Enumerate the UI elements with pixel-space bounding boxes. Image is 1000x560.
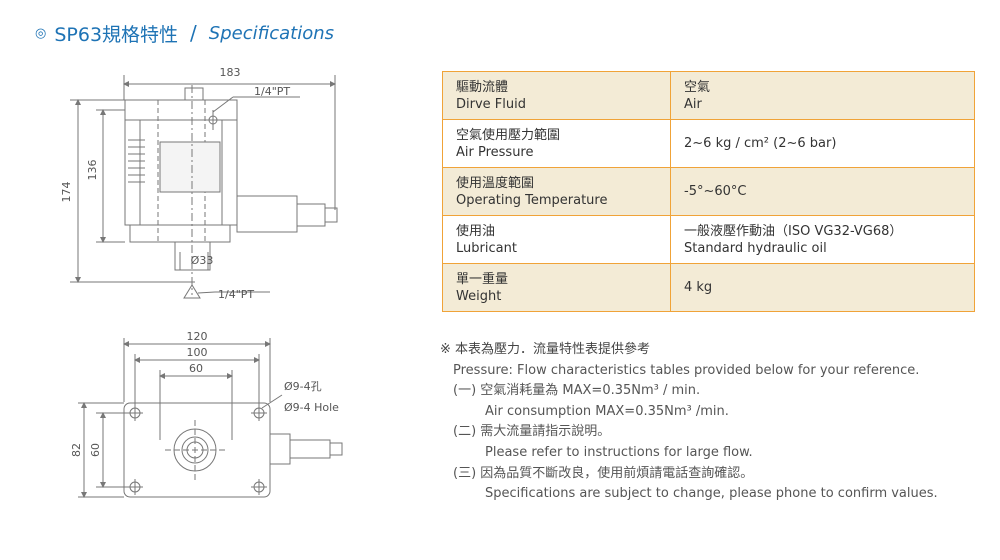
spec-row-temperature: 使用溫度範圍 Operating Temperature -5°~60°C [442, 167, 975, 216]
spec-label-cell: 單一重量 Weight [442, 263, 671, 312]
spec-value-en: 4 kg [684, 280, 713, 295]
spec-label-cn: 單一重量 [456, 271, 509, 287]
spec-label-cn: 使用油 [456, 223, 496, 239]
port-bottom-label: 1/4"PT [218, 288, 254, 301]
notes-section: ※ 本表為壓力．流量特性表提供參考 Pressure: Flow charact… [440, 340, 985, 505]
dim-height-60: 60 [89, 443, 102, 457]
spec-label-cn: 驅動流體 [456, 79, 509, 95]
notes-heading-cn: ※ 本表為壓力．流量特性表提供參考 [440, 342, 651, 357]
title-separator: / [190, 21, 197, 45]
spec-label-cn: 空氣使用壓力範圍 [456, 127, 561, 143]
spec-label-cell: 使用溫度範圍 Operating Temperature [442, 167, 671, 216]
title-model: SP63規格特性 [54, 23, 179, 46]
spec-value-en: 2~6 kg / cm² (2~6 bar) [684, 136, 837, 151]
spec-value-en: Standard hydraulic oil [684, 240, 827, 256]
dim-width-60: 60 [189, 362, 203, 375]
bottom-view [78, 338, 343, 498]
top-view [70, 75, 338, 299]
title-bullet-icon: ◎ [35, 25, 47, 41]
note-item-en: Specifications are subject to change, pl… [485, 486, 938, 502]
spec-value-cell: 2~6 kg / cm² (2~6 bar) [670, 119, 975, 168]
spec-value-en: Air [684, 96, 702, 112]
spec-label-cell: 空氣使用壓力範圍 Air Pressure [442, 119, 671, 168]
spec-label-cn: 使用溫度範圍 [456, 175, 535, 191]
technical-drawing: 183 1/4"PT 174 136 Ø33 1/4"PT [60, 66, 343, 498]
note-item-cn: (二) 需大流量請指示說明。 [453, 424, 611, 440]
spec-value-cell: 一般液壓作動油（ISO VG32-VG68） Standard hydrauli… [670, 215, 975, 264]
spec-value-cell: 4 kg [670, 263, 975, 312]
dim-height-174: 174 [60, 182, 73, 203]
spec-value-cn: 空氣 [684, 79, 711, 95]
spec-label-en: Dirve Fluid [456, 96, 526, 112]
dim-shaft-dia: Ø33 [191, 254, 214, 267]
dim-height-82: 82 [70, 443, 83, 457]
spec-row-pressure: 空氣使用壓力範圍 Air Pressure 2~6 kg / cm² (2~6 … [442, 119, 975, 168]
note-item-cn: (三) 因為品質不斷改良，使用前煩請電話查詢確認。 [453, 465, 754, 481]
note-item-en: Air consumption MAX=0.35Nm³ /min. [485, 403, 729, 419]
dim-width-183: 183 [220, 66, 241, 79]
note-item-cn: (一) 空氣消耗量為 MAX=0.35Nm³ / min. [453, 383, 701, 399]
spec-label-cell: 使用油 Lubricant [442, 215, 671, 264]
spec-label-cell: 驅動流體 Dirve Fluid [442, 71, 671, 120]
spec-value-cn: 一般液壓作動油（ISO VG32-VG68） [684, 223, 903, 239]
hole-label-cn: Ø9-4孔 [284, 380, 322, 393]
spec-table: 驅動流體 Dirve Fluid 空氣 Air 空氣使用壓力範圍 Air Pre… [442, 71, 975, 312]
spec-label-en: Air Pressure [456, 144, 534, 160]
dim-width-100: 100 [187, 346, 208, 359]
dim-width-120: 120 [187, 330, 208, 343]
page-title: ◎ SP63規格特性 / Specifications [35, 18, 334, 48]
spec-label-en: Operating Temperature [456, 192, 608, 208]
spec-value-cell: 空氣 Air [670, 71, 975, 120]
dim-height-136: 136 [86, 160, 99, 181]
spec-row-weight: 單一重量 Weight 4 kg [442, 263, 975, 312]
title-english: Specifications [208, 22, 335, 44]
hole-label-en: Ø9-4 Hole [284, 401, 339, 414]
spec-label-en: Lubricant [456, 240, 517, 256]
spec-label-en: Weight [456, 288, 502, 304]
notes-heading-en: Pressure: Flow characteristics tables pr… [453, 362, 920, 378]
spec-value-en: -5°~60°C [684, 184, 747, 199]
spec-value-cell: -5°~60°C [670, 167, 975, 216]
spec-row-lubricant: 使用油 Lubricant 一般液壓作動油（ISO VG32-VG68） Sta… [442, 215, 975, 264]
spec-row-fluid: 驅動流體 Dirve Fluid 空氣 Air [442, 71, 975, 120]
note-item-en: Please refer to instructions for large f… [485, 444, 753, 460]
port-top-label: 1/4"PT [254, 85, 290, 98]
